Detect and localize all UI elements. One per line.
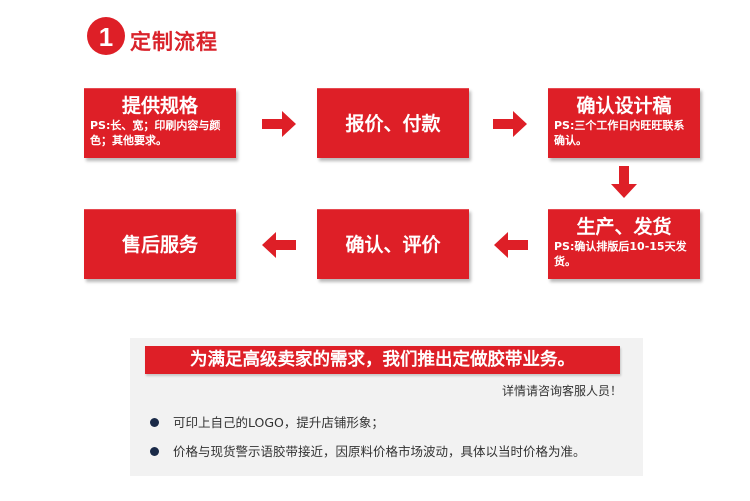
- info-banner: 为满足高级卖家的需求，我们推出定做胶带业务。: [145, 346, 620, 374]
- list-item: 价格与现货警示语胶带接近，因原料价格市场波动，具体以当时价格为准。: [150, 441, 586, 460]
- step-title: 报价、付款: [345, 112, 441, 135]
- list-item: 可印上自己的LOGO，提升店铺形象；: [150, 412, 384, 431]
- section-title: 定制流程: [130, 30, 218, 54]
- arrow-left-icon: [262, 232, 296, 258]
- step-note: PS:长、宽；印刷内容与颜色；其他要求。: [90, 119, 221, 147]
- step-title: 确认、评价: [345, 233, 441, 256]
- step-number-badge: 1: [87, 17, 125, 55]
- step-title: 提供规格: [121, 95, 198, 117]
- step-note: PS:三个工作日内旺旺联系确认。: [554, 119, 685, 147]
- arrow-left-icon: [494, 232, 528, 258]
- contact-note: 详情请咨询客服人员！: [501, 384, 622, 398]
- list-item-text: 可印上自己的LOGO，提升店铺形象；: [173, 415, 384, 430]
- step-box-quote-payment: 报价、付款: [317, 88, 469, 158]
- list-item-text: 价格与现货警示语胶带接近，因原料价格市场波动，具体以当时价格为准。: [173, 444, 586, 459]
- step-box-specs: 提供规格 PS:长、宽；印刷内容与颜色；其他要求。: [84, 88, 236, 158]
- arrow-right-icon: [493, 111, 527, 137]
- step-title: 确认设计稿: [576, 95, 672, 117]
- bullet-icon: [150, 418, 159, 427]
- step-title: 售后服务: [121, 233, 198, 256]
- step-box-confirm-review: 确认、评价: [317, 209, 469, 279]
- step-box-after-sales: 售后服务: [84, 209, 236, 279]
- step-box-confirm-design: 确认设计稿 PS:三个工作日内旺旺联系确认。: [548, 88, 700, 158]
- step-note: PS:确认排版后10-15天发货。: [554, 240, 687, 268]
- arrow-right-icon: [262, 111, 296, 137]
- step-title: 生产、发货: [576, 216, 672, 238]
- bullet-icon: [150, 447, 159, 456]
- arrow-down-icon: [611, 166, 637, 198]
- step-number: 1: [99, 22, 113, 52]
- step-box-production-shipping: 生产、发货 PS:确认排版后10-15天发货。: [548, 209, 700, 279]
